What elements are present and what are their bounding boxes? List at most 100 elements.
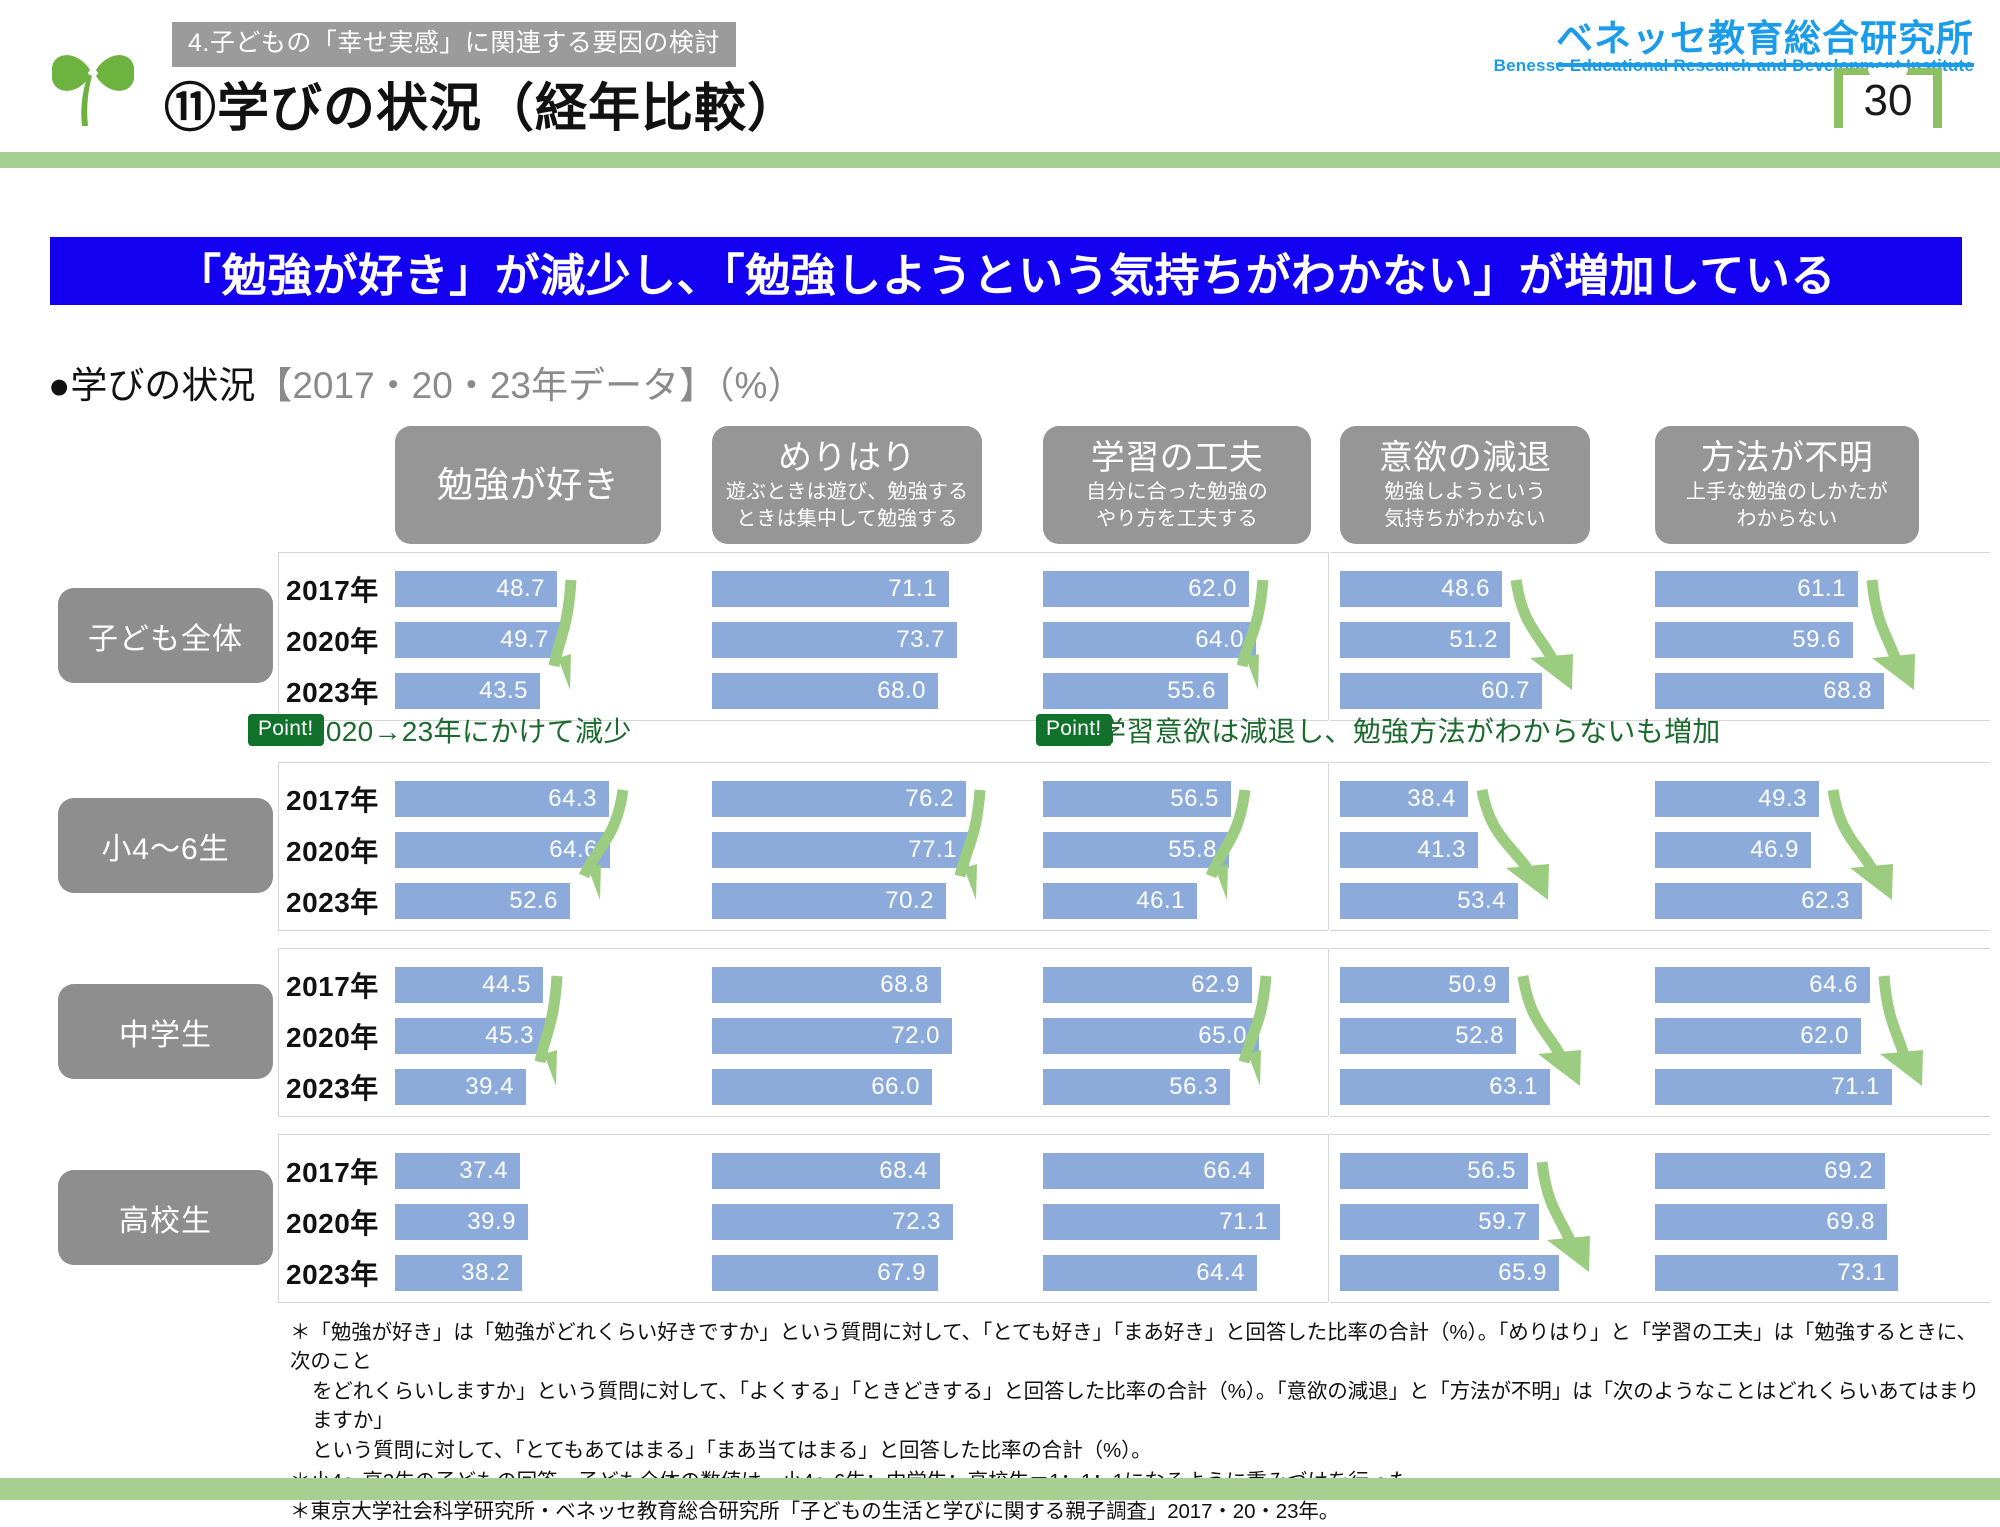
bar-value: 77.1 xyxy=(712,832,969,868)
panel-vrule xyxy=(1328,948,1329,1116)
bar-value: 38.4 xyxy=(1340,781,1468,817)
section-heading: ●学びの状況【2017・20・23年データ】（%） xyxy=(48,355,804,409)
bar-value: 68.0 xyxy=(712,673,938,709)
bar-row: 64.3 xyxy=(395,781,609,817)
bar-row: 72.3 xyxy=(712,1204,953,1240)
footnote-line: ＊「勉強が好き」は「勉強がどれくらい好きですか」という質問に対して、「とても好き… xyxy=(290,1321,1977,1374)
bar-row: 46.9 xyxy=(1655,832,1811,868)
column-header-subtitle: 上手な勉強のしかたが xyxy=(1686,480,1888,503)
point-callout-1: Point! 2020→23年にかけて減少 xyxy=(0,710,2000,750)
year-label: 2023年 xyxy=(286,1259,379,1290)
point-text: 学習意欲は減退し、勉強方法がわからないも増加 xyxy=(1098,716,1721,747)
panel-vrule xyxy=(1328,552,1329,720)
bar-value: 64.6 xyxy=(395,832,610,868)
bar-row: 60.7 xyxy=(1340,673,1542,709)
bar-row: 56.5 xyxy=(1340,1153,1528,1189)
section-years: 【2017・20・23年データ】 xyxy=(255,365,716,406)
bar-value: 69.8 xyxy=(1655,1204,1887,1240)
bar-row: 71.1 xyxy=(1043,1204,1280,1240)
bar-row: 53.4 xyxy=(1340,883,1518,919)
bar-row: 56.5 xyxy=(1043,781,1231,817)
panel-rule xyxy=(1330,1134,1990,1135)
group-label-4: 高校生 xyxy=(58,1170,273,1265)
panel-rule xyxy=(278,720,1328,721)
bar-value: 71.1 xyxy=(1655,1069,1892,1105)
column-header-1: 勉強が好き xyxy=(395,426,661,544)
bar-value: 65.9 xyxy=(1340,1255,1559,1291)
year-label: 2020年 xyxy=(286,836,379,867)
bar-row: 69.2 xyxy=(1655,1153,1885,1189)
bar-row: 62.3 xyxy=(1655,883,1862,919)
column-header-3: 学習の工夫自分に合った勉強のやり方を工夫する xyxy=(1043,426,1311,544)
bar-row: 71.1 xyxy=(712,571,949,607)
point-text: 2020→23年にかけて減少 xyxy=(310,716,632,747)
bar-value: 45.3 xyxy=(395,1018,546,1054)
panel-vrule xyxy=(1328,762,1329,930)
bar-row: 38.4 xyxy=(1340,781,1468,817)
bar-value: 61.1 xyxy=(1655,571,1858,607)
year-label: 2020年 xyxy=(286,1208,379,1239)
bar-value: 68.8 xyxy=(712,967,941,1003)
bar-row: 52.6 xyxy=(395,883,570,919)
panel-rule xyxy=(1330,1302,1990,1303)
point-callout-2: Point!学習意欲は減退し、勉強方法がわからないも増加 xyxy=(0,710,2000,750)
bar-row: 68.8 xyxy=(712,967,941,1003)
point-badge: Point! xyxy=(1036,714,1112,746)
panel-rule xyxy=(1330,930,1990,931)
bar-row: 46.1 xyxy=(1043,883,1197,919)
column-header-subtitle: ときは集中して勉強する xyxy=(736,508,958,531)
bar-value: 48.7 xyxy=(395,571,557,607)
bar-value: 60.7 xyxy=(1340,673,1542,709)
column-headers: 勉強が好き めりはり遊ぶときは遊び、勉強するときは集中して勉強する学習の工夫自分に… xyxy=(0,418,2000,544)
panel-rule xyxy=(1330,720,1990,721)
bar-row: 62.0 xyxy=(1655,1018,1861,1054)
year-label: 2017年 xyxy=(286,971,379,1002)
footer-divider xyxy=(0,1478,2000,1500)
benesse-logo-jp: ベネッセ教育総合研究所 xyxy=(1556,8,1974,67)
bar-row: 64.4 xyxy=(1043,1255,1257,1291)
bar-row: 64.6 xyxy=(395,832,610,868)
panel-rule xyxy=(1330,1116,1990,1117)
bar-value: 68.8 xyxy=(1655,673,1884,709)
column-header-subtitle: 自分に合った勉強の xyxy=(1086,480,1268,503)
bar-row: 65.9 xyxy=(1340,1255,1559,1291)
page-title: ⑪学びの状況（経年比較） xyxy=(164,80,801,138)
page-number-frame xyxy=(1834,68,1942,128)
bar-value: 56.5 xyxy=(1043,781,1231,817)
year-label: 2017年 xyxy=(286,575,379,606)
group-label-3: 中学生 xyxy=(58,984,273,1079)
chart-area: 勉強が好き めりはり遊ぶときは遊び、勉強するときは集中して勉強する学習の工夫自分に… xyxy=(0,418,2000,1303)
bar-value: 66.4 xyxy=(1043,1153,1264,1189)
section-unit: （%） xyxy=(715,365,805,406)
column-header-4: 意欲の減退勉強しようという気持ちがわかない xyxy=(1340,426,1590,544)
bar-value: 41.3 xyxy=(1340,832,1478,868)
column-header-title: 勉強が好き xyxy=(436,463,620,505)
bar-value: 51.2 xyxy=(1340,622,1510,658)
bar-value: 73.1 xyxy=(1655,1255,1898,1291)
column-header-subtitle: 気持ちがわかない xyxy=(1384,508,1546,531)
panel-rule xyxy=(1330,552,1990,553)
bar-value: 63.1 xyxy=(1340,1069,1550,1105)
bar-row: 49.7 xyxy=(395,622,561,658)
bar-value: 64.3 xyxy=(395,781,609,817)
key-message-banner: 「勉強が好き」が減少し、「勉強しようという気持ちがわかない」が増加している xyxy=(50,237,1962,305)
column-header-2: めりはり遊ぶときは遊び、勉強するときは集中して勉強する xyxy=(712,426,982,544)
year-label: 2017年 xyxy=(286,785,379,816)
bar-value: 64.4 xyxy=(1043,1255,1257,1291)
bar-row: 43.5 xyxy=(395,673,540,709)
bar-row: 69.8 xyxy=(1655,1204,1887,1240)
panel-rule xyxy=(278,948,1328,949)
clover-logo-icon xyxy=(51,55,135,126)
bar-row: 49.3 xyxy=(1655,781,1819,817)
bar-value: 52.8 xyxy=(1340,1018,1516,1054)
bar-row: 73.7 xyxy=(712,622,957,658)
panel-rule xyxy=(278,1302,1328,1303)
bar-row: 55.8 xyxy=(1043,832,1229,868)
bar-value: 37.4 xyxy=(395,1153,520,1189)
bar-value: 52.6 xyxy=(395,883,570,919)
bar-row: 56.3 xyxy=(1043,1069,1230,1105)
bar-row: 45.3 xyxy=(395,1018,546,1054)
year-label: 2017年 xyxy=(286,1157,379,1188)
bar-row: 48.6 xyxy=(1340,571,1502,607)
